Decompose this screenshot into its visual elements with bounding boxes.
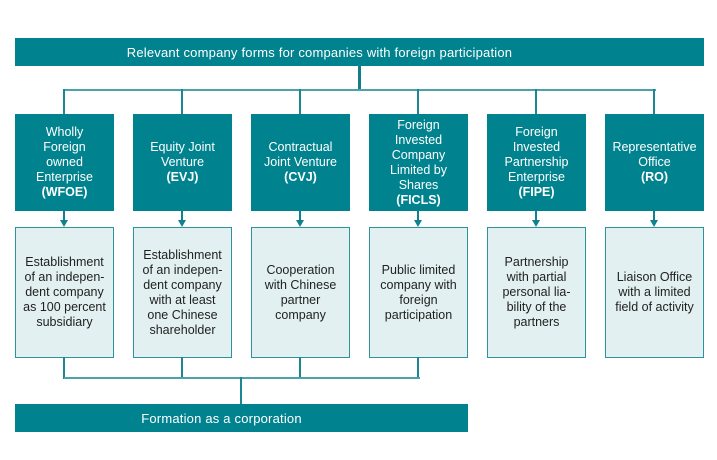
- header-name: Representative Office: [612, 140, 697, 169]
- connector-line: [417, 89, 419, 115]
- down-arrow-icon: [650, 220, 658, 227]
- connector-line: [63, 89, 65, 115]
- header-box-ro: Representative Office (RO): [605, 114, 704, 211]
- connector-line: [358, 66, 361, 90]
- down-arrow-icon: [417, 211, 419, 221]
- connector-line: [240, 377, 242, 405]
- header-abbr: (FICLS): [396, 192, 441, 207]
- description-box-ficls: Public limited company with foreign part…: [369, 227, 468, 358]
- header-name: Wholly Foreign owned Enterprise: [36, 125, 93, 184]
- down-arrow-icon: [535, 211, 537, 221]
- down-arrow-icon: [63, 211, 65, 221]
- header-box-evj: Equity Joint Venture (EVJ): [133, 114, 232, 211]
- connector-line: [299, 357, 301, 379]
- header-name: Equity Joint Venture: [150, 140, 215, 169]
- connector-line: [653, 89, 655, 115]
- connector-line: [417, 357, 419, 379]
- down-arrow-icon: [653, 211, 655, 221]
- description-text: Establishment of an indepen- dent compan…: [142, 247, 223, 337]
- down-arrow-icon: [414, 220, 422, 227]
- header-name: Foreign Invested Company Limited by Shar…: [390, 117, 447, 192]
- down-arrow-icon: [181, 211, 183, 221]
- connector-line: [299, 89, 301, 115]
- header-abbr: (WFOE): [41, 185, 88, 199]
- connector-line: [181, 357, 183, 379]
- down-arrow-icon: [296, 220, 304, 227]
- connector-line: [64, 89, 656, 91]
- down-arrow-icon: [60, 220, 68, 227]
- description-box-evj: Establishment of an indepen- dent compan…: [133, 227, 232, 358]
- description-box-fipe: Partnership with partial personal lia- b…: [487, 227, 586, 358]
- header-box-wfoe: Wholly Foreign owned Enterprise (WFOE): [15, 114, 114, 211]
- description-text: Liaison Office with a limited field of a…: [615, 270, 694, 314]
- description-text: Cooperation with Chinese partner company: [264, 262, 337, 322]
- header-box-fipe: Foreign Invested Partnership Enterprise …: [487, 114, 586, 211]
- description-box-wfoe: Establishment of an indepen- dent compan…: [15, 227, 114, 358]
- header-name: Contractual Joint Venture: [264, 140, 337, 169]
- down-arrow-icon: [299, 211, 301, 221]
- diagram-title: Relevant company forms for companies wit…: [126, 44, 513, 60]
- header-abbr: (CVJ): [284, 170, 317, 184]
- description-text: Establishment of an indepen- dent compan…: [23, 255, 106, 329]
- connector-line: [63, 357, 65, 379]
- description-box-ro: Liaison Office with a limited field of a…: [605, 227, 704, 358]
- header-box-ficls: Foreign Invested Company Limited by Shar…: [369, 114, 468, 211]
- down-arrow-icon: [178, 220, 186, 227]
- description-text: Public limited company with foreign part…: [380, 262, 457, 322]
- down-arrow-icon: [532, 220, 540, 227]
- description-box-cvj: Cooperation with Chinese partner company: [251, 227, 350, 358]
- header-name: Foreign Invested Partnership Enterprise: [504, 125, 569, 184]
- header-abbr: (EVJ): [166, 170, 199, 184]
- diagram-title-banner: Relevant company forms for companies wit…: [15, 38, 704, 66]
- footer-banner: Formation as a corporation: [15, 404, 468, 432]
- description-text: Partnership with partial personal lia- b…: [502, 255, 571, 329]
- connector-line: [64, 377, 420, 379]
- header-abbr: (FIPE): [518, 185, 555, 199]
- footer-label: Formation as a corporation: [141, 410, 302, 426]
- header-box-cvj: Contractual Joint Venture (CVJ): [251, 114, 350, 211]
- connector-line: [535, 89, 537, 115]
- connector-line: [181, 89, 183, 115]
- header-abbr: (RO): [640, 170, 669, 184]
